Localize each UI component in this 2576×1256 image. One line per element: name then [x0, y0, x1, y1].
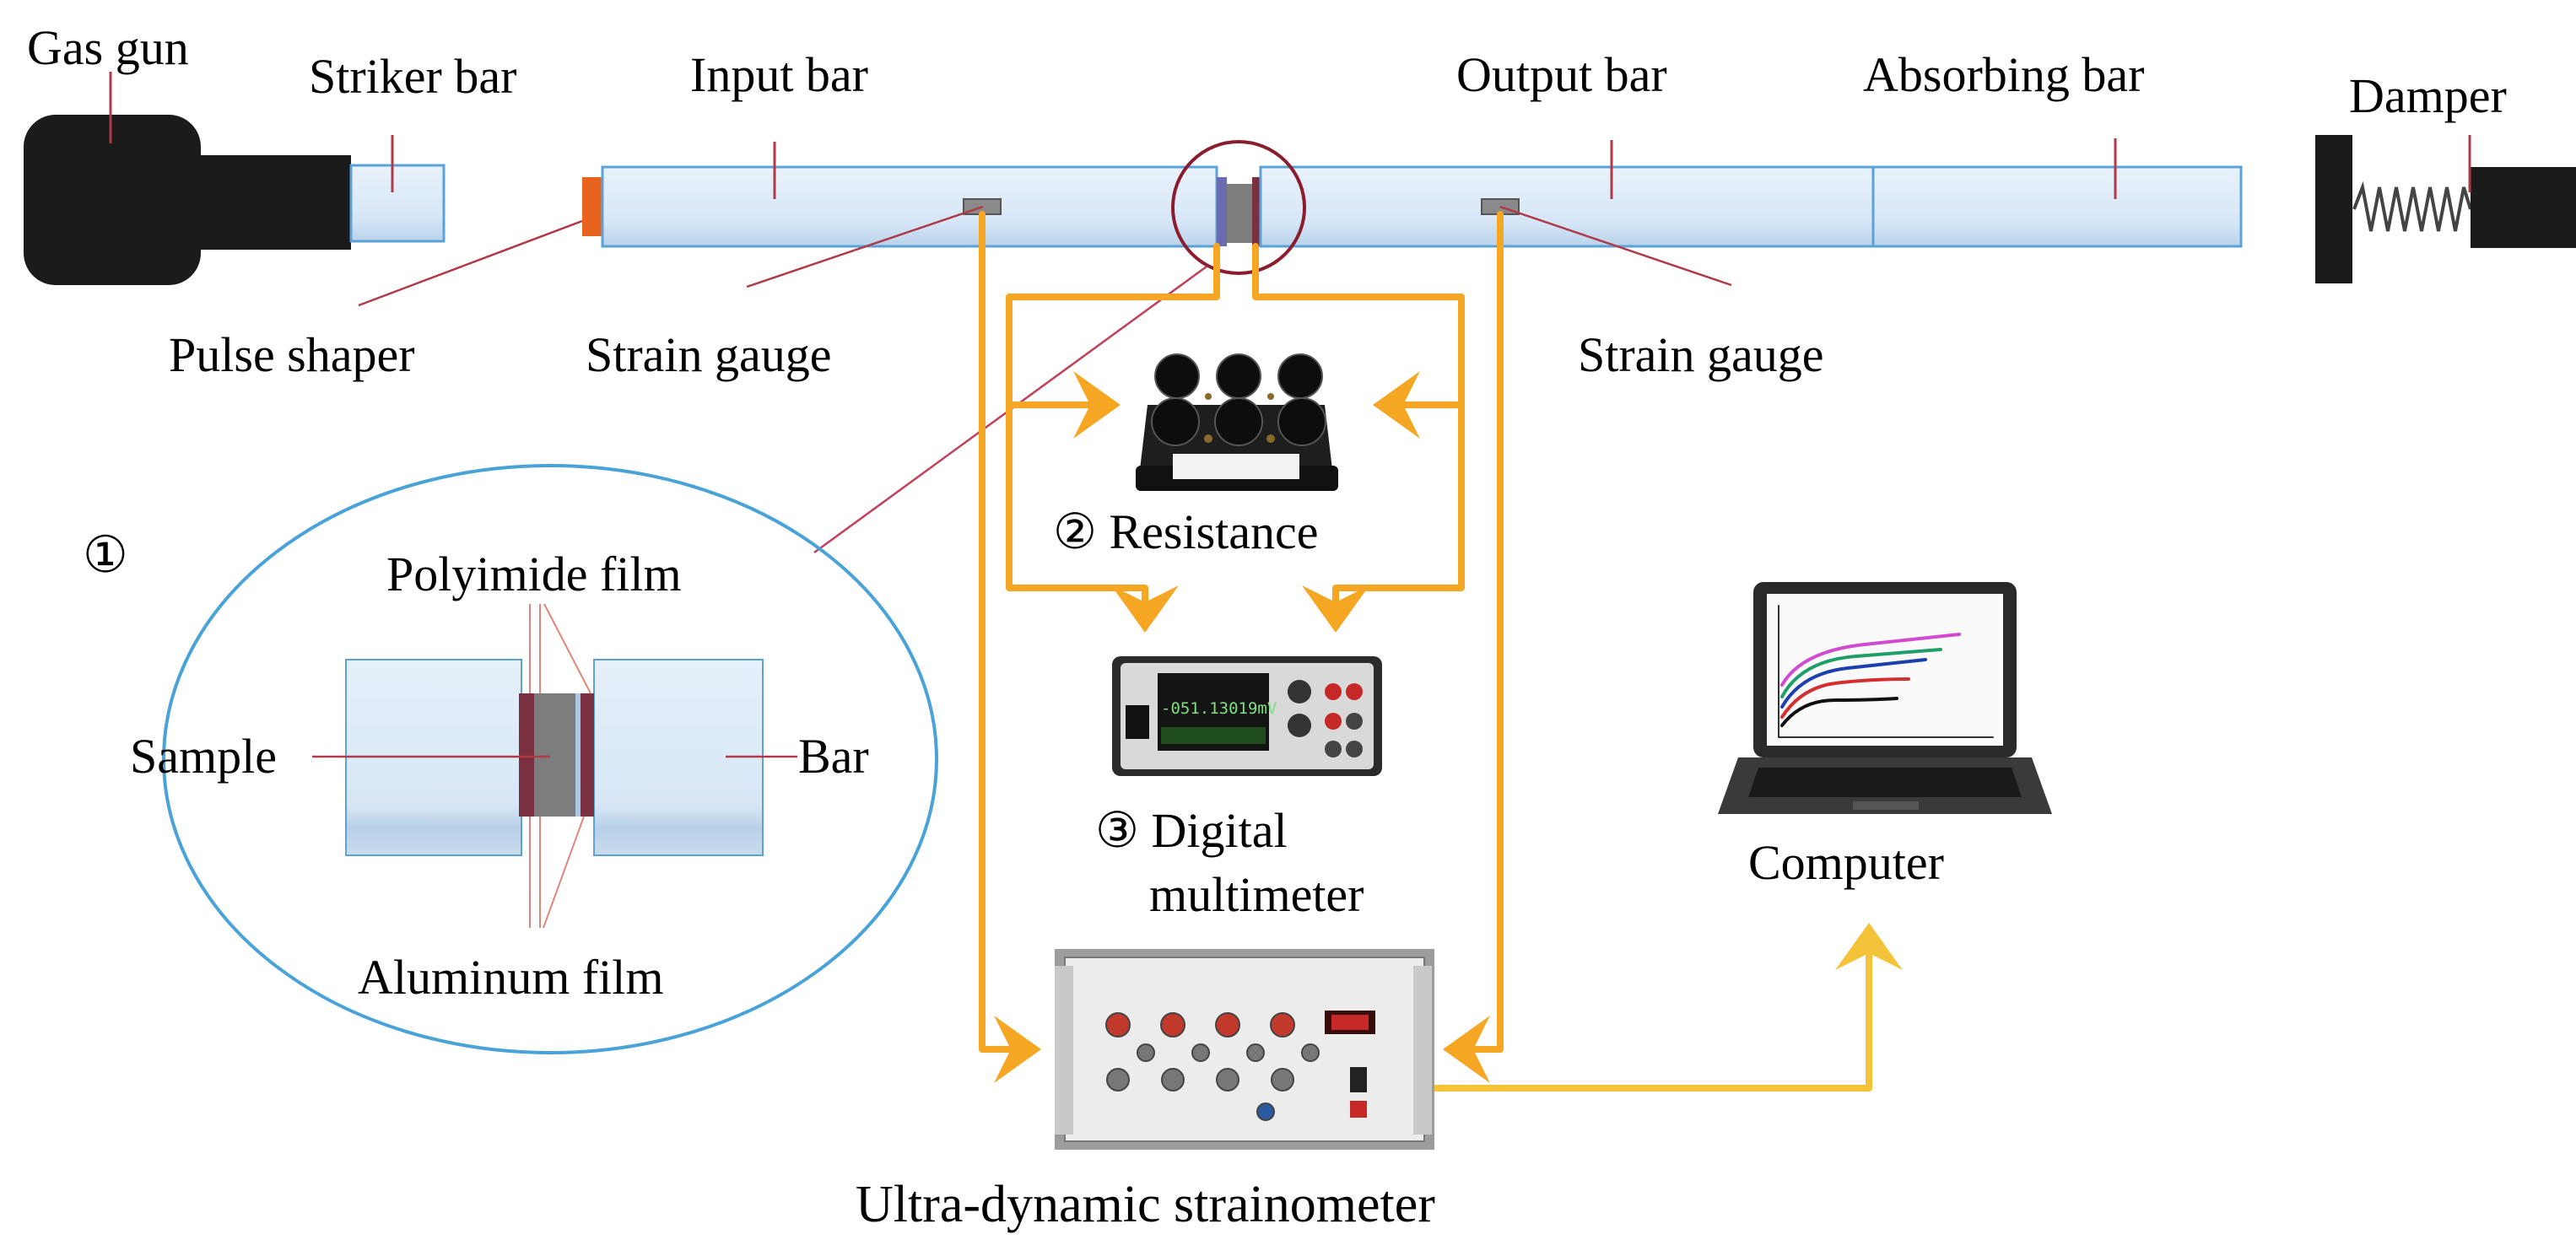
signal-wiring [979, 211, 1504, 1083]
digital-multimeter: -051.13019mV [1112, 656, 1382, 776]
label-strainometer: Ultra-dynamic strainometer [856, 1176, 1435, 1233]
inset-polyimide-right [581, 693, 594, 817]
label-strain-gauge-right: Strain gauge [1578, 327, 1824, 382]
striker-bar [349, 135, 446, 243]
inset-detail [162, 464, 938, 1054]
inset-label-sample: Sample [130, 729, 277, 784]
label-gas-gun: Gas gun [27, 20, 189, 75]
label-computer: Computer [1748, 835, 1944, 890]
inset-label-polyimide: Polyimide film [386, 547, 682, 601]
label-input-bar: Input bar [690, 47, 868, 102]
input-bar [601, 142, 1218, 248]
label-resistance: ② Resistance [1053, 504, 1319, 559]
label-output-bar: Output bar [1456, 47, 1667, 102]
output-bar [1259, 140, 1875, 248]
inset-label-aluminum: Aluminum film [358, 950, 664, 1005]
computer-link-wire [1431, 923, 1903, 1092]
label-strain-gauge-left: Strain gauge [586, 327, 832, 382]
strain-gauge-right [1481, 198, 1732, 287]
inset-marker: ① [83, 527, 128, 583]
pulse-shaper [358, 177, 603, 307]
inset-polyimide-left [519, 693, 534, 817]
inset-label-bar: Bar [798, 729, 869, 784]
label-striker-bar: Striker bar [309, 49, 516, 104]
label-multimeter-line2: multimeter [1149, 867, 1364, 922]
laptop-screen-plot [1778, 605, 1994, 738]
computer-laptop [1718, 582, 2052, 814]
inset-film-thin [575, 693, 581, 817]
damper [2315, 135, 2576, 283]
label-absorbing-bar: Absorbing bar [1863, 47, 2144, 102]
strain-gauge-left [746, 198, 1002, 288]
label-pulse-shaper: Pulse shaper [169, 327, 415, 382]
absorbing-bar [1871, 138, 2243, 248]
resistance-knob-icon [1151, 353, 1326, 446]
resistance-box [1136, 353, 1338, 491]
inset-sample [534, 693, 575, 817]
label-damper: Damper [2349, 68, 2507, 123]
strainometer-knob-icon [1105, 1012, 1320, 1121]
specimen-highlight-circle [1171, 140, 1306, 275]
sample-assembly [1217, 177, 1261, 246]
multimeter-display: -051.13019mV [1161, 699, 1277, 718]
gas-gun [24, 72, 351, 285]
label-multimeter-line1: ③ Digital [1095, 803, 1288, 858]
strainometer-device [1055, 949, 1434, 1150]
